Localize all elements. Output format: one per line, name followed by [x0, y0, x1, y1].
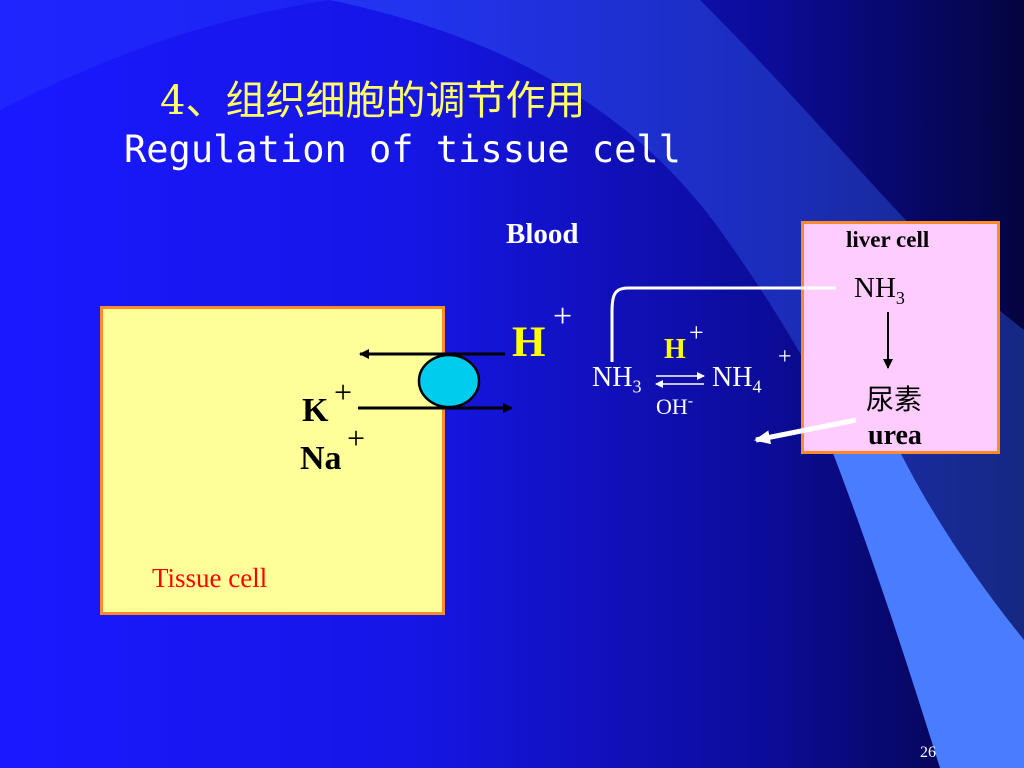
slide-title-english: Regulation of tissue cell [124, 128, 681, 171]
na-plus-ion: Na [300, 440, 342, 477]
liver-cell-box [801, 221, 1000, 454]
urea-export-arrow [754, 417, 857, 445]
h-plus-charge: + [553, 298, 573, 335]
nh3-export-line [610, 286, 836, 362]
h-plus-ion: H [512, 319, 546, 366]
na-plus-charge: + [347, 420, 366, 456]
reverse-oh: OH- [656, 392, 694, 419]
slide-title-chinese: 4、组织细胞的调节作用 [160, 78, 586, 124]
catalyst-h-plus-charge: + [689, 318, 704, 347]
product-nh4: NH4 [712, 362, 762, 397]
product-nh4-charge: + [778, 344, 792, 370]
tissue-cell-box [100, 306, 445, 615]
page-number: 26 [920, 744, 936, 761]
k-plus-charge: + [334, 374, 353, 410]
reactant-nh3: NH3 [592, 362, 642, 397]
transporter-channel [417, 353, 481, 409]
catalyst-h-plus: H [664, 334, 686, 365]
k-plus-ion: K [302, 392, 329, 429]
liver-cell-label: liver cell [846, 227, 930, 252]
liver-nh3: NH3 [854, 272, 905, 308]
urea-english: urea [868, 420, 922, 451]
blood-label: Blood [506, 218, 579, 250]
swoosh-right [820, 360, 1024, 768]
swoosh-wide [330, 0, 1024, 768]
urea-chinese: 尿素 [866, 383, 923, 416]
tissue-cell-label: Tissue cell [152, 563, 268, 593]
